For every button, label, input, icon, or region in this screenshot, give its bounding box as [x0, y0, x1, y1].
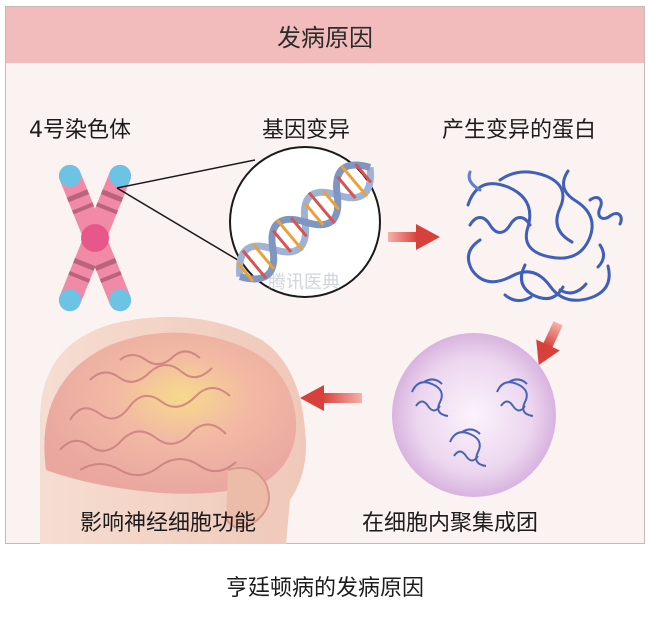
brain-icon	[40, 316, 306, 544]
arrow-right-icon	[388, 224, 440, 250]
label-mutant-protein: 产生变异的蛋白	[442, 118, 597, 143]
watermark: 腾讯医典	[268, 272, 340, 293]
cell-aggregate-icon	[392, 333, 556, 497]
arrow-left-icon	[300, 385, 362, 411]
label-gene-mutation: 基因变异	[262, 118, 351, 143]
arrow-down-icon	[536, 321, 563, 365]
dna-helix-icon	[229, 146, 381, 298]
figure-caption: 亨廷顿病的发病原因	[225, 576, 424, 601]
label-chromosome: 4号染色体	[29, 118, 131, 143]
header-banner: 发病原因	[6, 7, 644, 63]
label-aggregation: 在细胞内聚集成团	[362, 511, 539, 536]
label-neuron-function: 影响神经细胞功能	[80, 511, 257, 536]
header-title: 发病原因	[277, 23, 373, 52]
chromosome-icon	[58, 164, 132, 312]
protein-icon	[466, 169, 623, 302]
